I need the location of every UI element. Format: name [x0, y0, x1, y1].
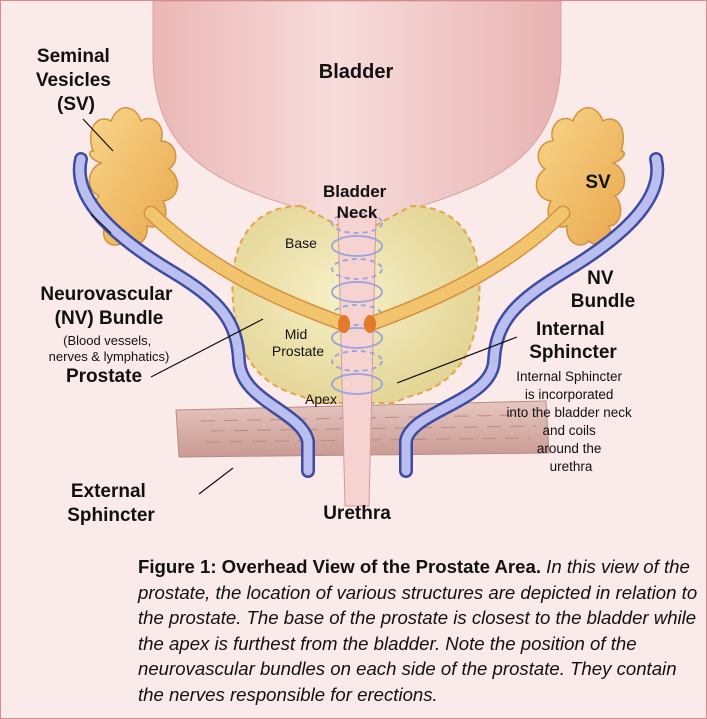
label-internal-sphincter-line2: Sphincter: [529, 342, 617, 363]
label-internal-sphincter: Internal Sphincter: [529, 319, 617, 363]
label-internal-sphincter-note-line3: into the bladder neck: [506, 405, 632, 420]
label-bladder-neck-line2: Neck: [337, 203, 378, 222]
label-nv-bundle-note: (Blood vessels, nerves & lymphatics): [49, 333, 170, 364]
label-internal-sphincter-note-line2: is incorporated: [525, 387, 614, 402]
label-apex: Apex: [305, 391, 337, 407]
label-external-sphincter-line2: Sphincter: [67, 505, 155, 526]
label-mid-prostate-line2: Prostate: [272, 343, 324, 359]
label-bladder: Bladder: [319, 61, 394, 83]
label-internal-sphincter-note-line4: and coils: [542, 423, 596, 438]
label-prostate: Prostate: [66, 366, 142, 387]
figure-caption: Figure 1: Overhead View of the Prostate …: [138, 554, 700, 707]
label-base: Base: [285, 235, 317, 251]
label-sv-right: SV: [585, 172, 611, 193]
label-nv-bundle-right-line2: Bundle: [571, 291, 635, 312]
label-mid-prostate-line1: Mid: [285, 326, 308, 342]
label-nv-bundle-right-line1: NV: [587, 268, 614, 289]
label-nv-bundle-note-line1: (Blood vessels,: [63, 333, 151, 348]
label-nv-bundle-left-line1: Neurovascular: [40, 284, 173, 305]
label-seminal-vesicles-line1: Seminal: [37, 46, 110, 67]
label-internal-sphincter-line1: Internal: [536, 319, 605, 340]
label-internal-sphincter-note-line5: around the: [537, 441, 602, 456]
label-bladder-neck-line1: Bladder: [323, 182, 387, 201]
label-nv-bundle-note-line2: nerves & lymphatics): [49, 349, 170, 364]
label-external-sphincter: External Sphincter: [67, 481, 155, 526]
caption-body: In this view of the prostate, the locati…: [138, 556, 697, 705]
label-nv-bundle-right: NV Bundle: [571, 268, 635, 312]
label-seminal-vesicles-line2: Vesicles: [36, 70, 111, 91]
prostate-diagram: Bladder Seminal Vesicles (SV) SV Bladder…: [1, 1, 706, 556]
label-nv-bundle-left-line2: (NV) Bundle: [55, 308, 164, 329]
caption-title: Figure 1: Overhead View of the Prostate …: [138, 556, 541, 577]
label-urethra: Urethra: [323, 503, 391, 524]
label-internal-sphincter-note-line1: Internal Sphincter: [516, 369, 622, 384]
label-external-sphincter-line1: External: [71, 481, 146, 502]
label-internal-sphincter-note-line6: urethra: [550, 459, 593, 474]
label-seminal-vesicles: Seminal Vesicles (SV): [36, 46, 116, 115]
label-nv-bundle-left: Neurovascular (NV) Bundle: [40, 284, 177, 329]
label-seminal-vesicles-line3: (SV): [57, 94, 95, 115]
